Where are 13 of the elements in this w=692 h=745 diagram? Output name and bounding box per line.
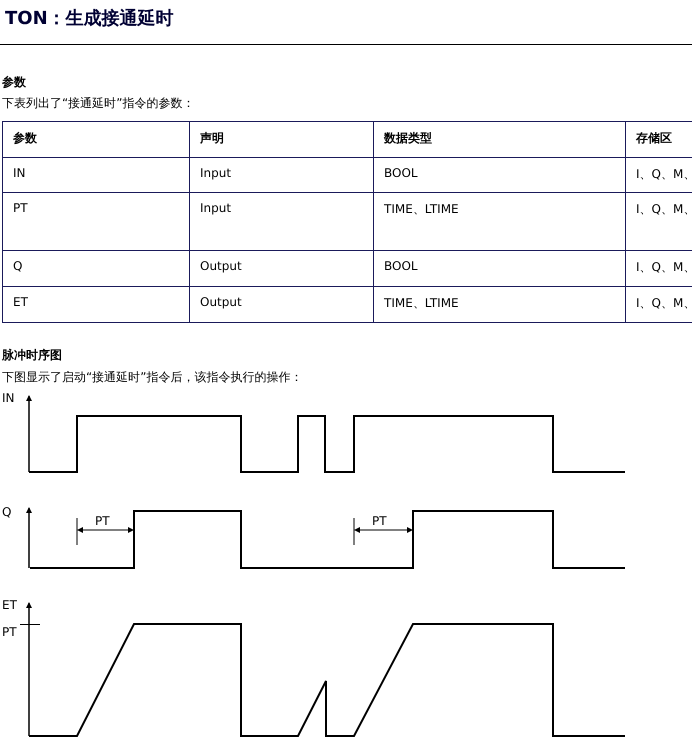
signal-label: ET (2, 598, 17, 612)
signal-label: IN (2, 391, 15, 405)
intro-text: 下表列出了“接通延时”指令的参数： (2, 96, 194, 110)
intro-text: 下图显示了启动“接通延时”指令后，该指令执行的操作： (2, 370, 302, 384)
dimension-label: PT (95, 514, 110, 528)
section-heading: 参数 (2, 75, 26, 89)
page-title: TON：生成接通延时 (5, 8, 174, 30)
header-cell: 参数 (2, 121, 190, 158)
axis-label: PT (2, 625, 17, 639)
table-cell: ET (2, 286, 190, 323)
dimension-label: PT (372, 514, 387, 528)
section-heading: 脉冲时序图 (2, 348, 62, 362)
signal-label: Q (2, 505, 12, 519)
